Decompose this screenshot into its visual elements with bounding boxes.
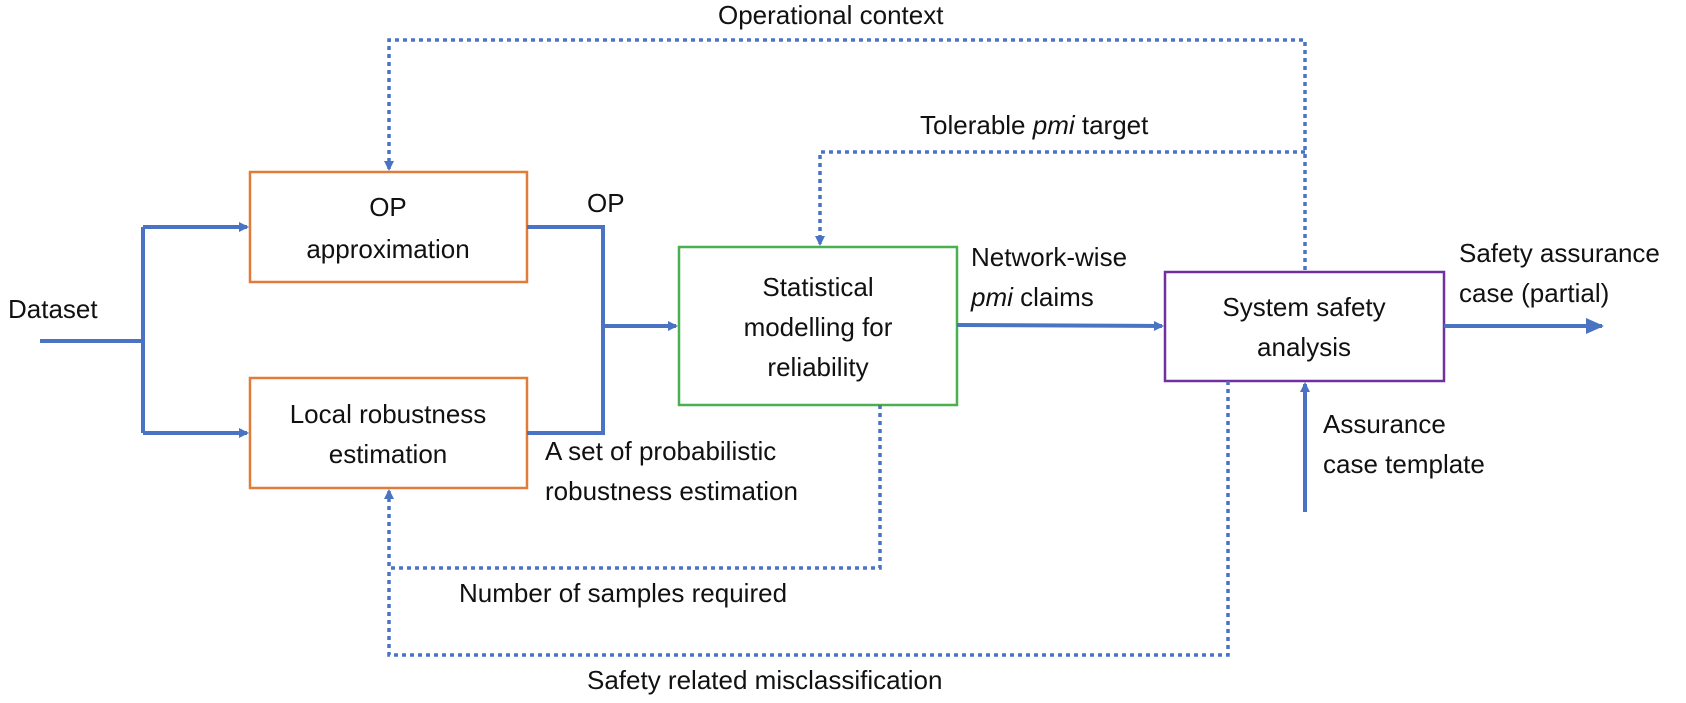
- samples-required-feedback: [384, 405, 882, 570]
- op-box-title: OP: [369, 192, 407, 222]
- stat-box-line3: reliability: [767, 352, 868, 382]
- assurance-template-label-1: Assurance: [1323, 409, 1446, 439]
- safety-box-line2: analysis: [1257, 332, 1351, 362]
- pmi-claims-label: pmi claims: [970, 282, 1094, 312]
- op-approximation-box: [248, 170, 529, 284]
- misclassification-label: Safety related misclassification: [587, 665, 942, 695]
- network-wise-label: Network-wise: [971, 242, 1127, 272]
- system-safety-box: [1163, 270, 1446, 383]
- tolerable-target-label: Tolerable pmi target: [920, 110, 1149, 140]
- assurance-template-label-2: case template: [1323, 449, 1485, 479]
- statistical-modelling-box: [677, 245, 959, 407]
- dataset-label: Dataset: [8, 294, 98, 324]
- local-robustness-box: [248, 376, 529, 490]
- stat-to-safety-arrow: [956, 320, 1164, 331]
- op-output-line: [527, 225, 605, 435]
- output-label-2: case (partial): [1459, 278, 1609, 308]
- tolerable-target-feedback: [815, 150, 1305, 246]
- op-output-label: OP: [587, 188, 625, 218]
- robustness-estimation-label: robustness estimation: [545, 476, 798, 506]
- local-box-title: Local robustness: [290, 399, 487, 429]
- safety-box-line1: System safety: [1222, 292, 1385, 322]
- stat-box-line2: modelling for: [744, 312, 893, 342]
- probabilistic-set-label: A set of probabilistic: [545, 436, 776, 466]
- misclassification-feedback: [387, 381, 1230, 657]
- samples-required-label: Number of samples required: [459, 578, 787, 608]
- stat-box-line1: Statistical: [762, 272, 873, 302]
- output-label-1: Safety assurance: [1459, 238, 1660, 268]
- operational-context-label: Operational context: [718, 0, 944, 30]
- op-box-subtitle: approximation: [306, 234, 469, 264]
- operational-context-feedback: [384, 38, 1307, 270]
- local-box-subtitle: estimation: [329, 439, 448, 469]
